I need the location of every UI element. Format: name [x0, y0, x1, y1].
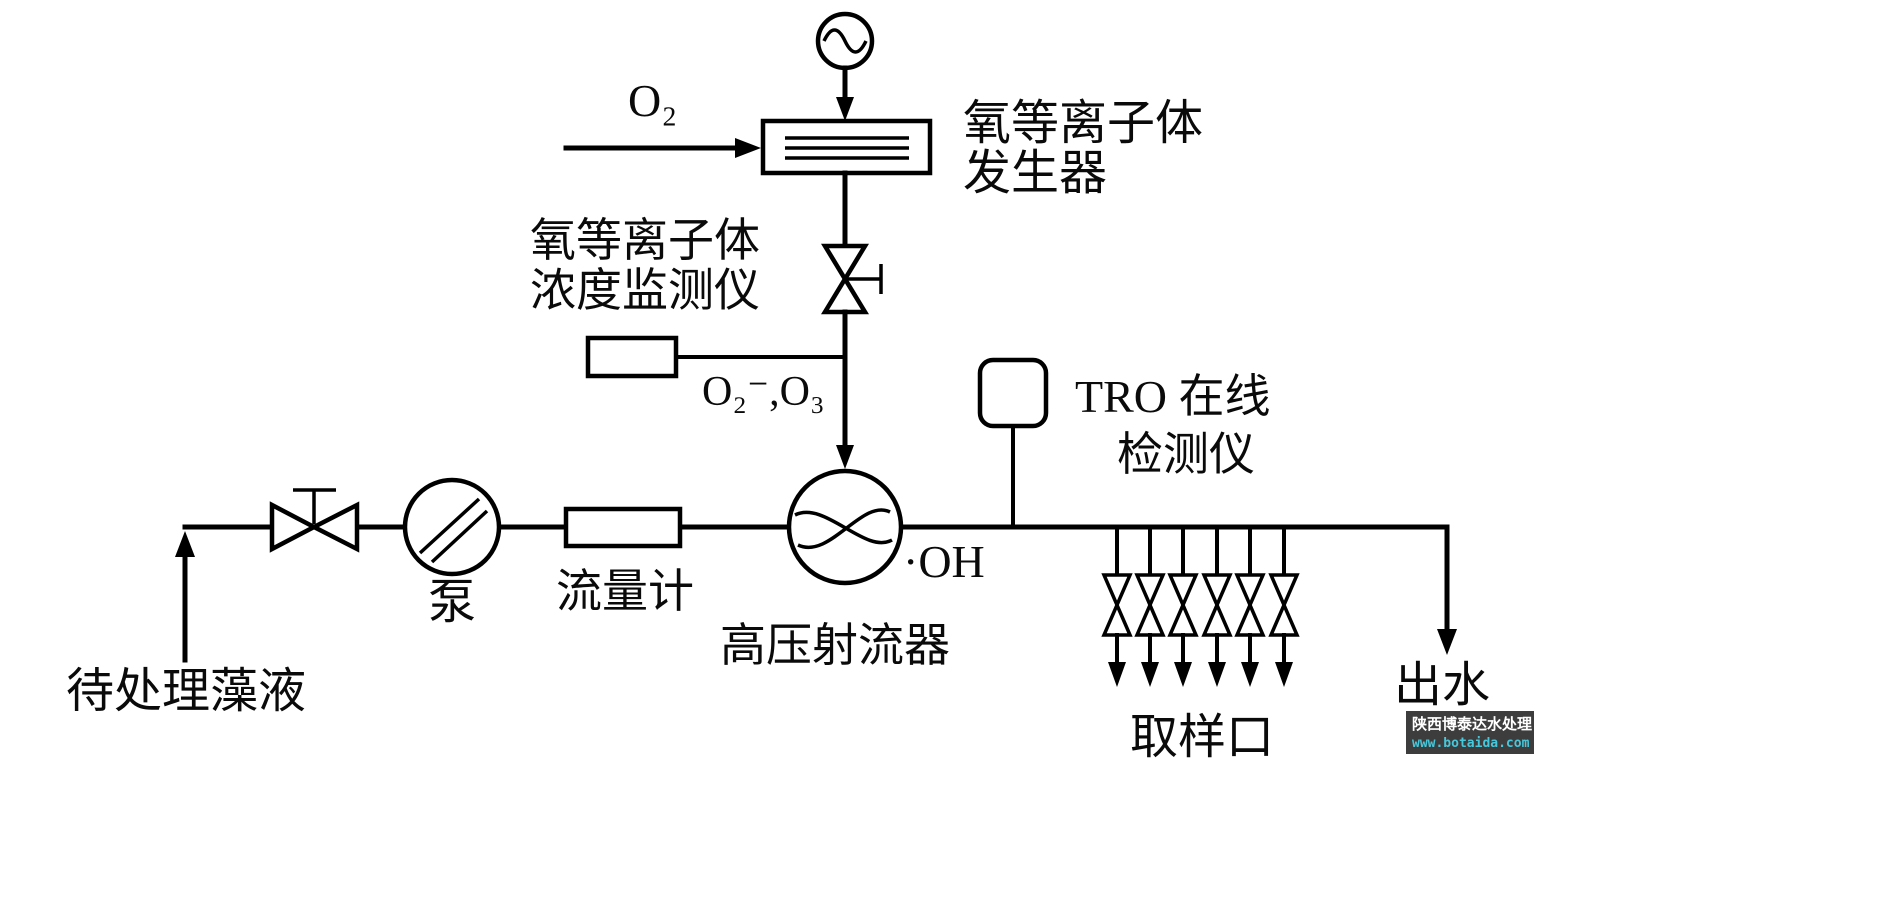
arrow-down-icon — [836, 445, 854, 469]
watermark-company: 陕西博泰达水处理 — [1412, 715, 1532, 733]
tro-label-line1: TRO 在线 — [1075, 371, 1271, 422]
jet-device: ·OH 高压射流器 — [720, 468, 985, 671]
pump: 泵 — [402, 477, 502, 629]
tro-detector: TRO 在线 检测仪 — [977, 357, 1271, 529]
oh-radical-label: ·OH — [903, 536, 985, 587]
monitor-box — [585, 335, 679, 379]
monitor-label-line2: 浓度监测仪 — [530, 265, 760, 316]
feed-valve — [269, 488, 360, 553]
feed-label: 待处理藻液 — [66, 665, 306, 718]
arrow-up-icon — [175, 531, 195, 557]
ac-power-source — [815, 11, 875, 121]
sampling-branch — [1234, 525, 1266, 687]
gas-valve-top — [821, 243, 869, 284]
flow-meter-box — [563, 506, 683, 549]
sampling-branch — [1167, 525, 1199, 687]
plasma-generator — [760, 118, 933, 176]
tro-box — [977, 357, 1049, 429]
pump-vane — [430, 509, 489, 564]
tro-label-line2: 检测仪 — [1117, 429, 1255, 480]
arrow-down-icon — [1174, 662, 1192, 687]
pump-label: 泵 — [428, 576, 476, 629]
arrow-down-icon — [1275, 662, 1293, 687]
jet-device-label: 高压射流器 — [720, 620, 950, 671]
monitor-label-line1: 氧等离子体 — [530, 215, 760, 266]
gas-line — [821, 170, 883, 469]
arrow-down-icon — [1437, 629, 1457, 655]
concentration-monitor: 氧等离子体 浓度监测仪 — [530, 215, 845, 379]
o2-feed: O₂ — [563, 75, 761, 158]
sine-wave-icon — [822, 28, 868, 54]
arrow-down-icon — [1108, 662, 1126, 687]
sampling-branch — [1134, 525, 1166, 687]
pump-icon — [402, 477, 502, 577]
arrow-down-icon — [1241, 662, 1259, 687]
flow-meter: 流量计 — [556, 506, 694, 617]
outlet-label: 出水 — [1394, 659, 1490, 712]
sampling-branch — [1201, 525, 1233, 687]
watermark-url: www.botaida.com — [1412, 736, 1530, 751]
watermark: 陕西博泰达水处理 www.botaida.com — [1406, 711, 1534, 754]
arrow-right-icon — [735, 138, 761, 158]
sampling-branch — [1101, 525, 1133, 687]
jet-flow-curve — [797, 508, 891, 549]
sampling-branch — [1268, 525, 1300, 687]
arrow-down-icon — [836, 97, 854, 121]
valve-left-wedge — [269, 501, 319, 553]
generator-label-line2: 发生器 — [963, 147, 1107, 200]
sampling-ports: 取样口 — [1101, 525, 1300, 764]
outlet: 出水 — [1394, 524, 1490, 712]
pump-vane — [418, 497, 481, 555]
arrow-down-icon — [1208, 662, 1226, 687]
o2-feed-label: O₂ — [628, 75, 677, 126]
feed-inlet: 待处理藻液 — [66, 531, 306, 718]
sampling-label: 取样口 — [1130, 711, 1274, 764]
valve-right-wedge — [309, 501, 360, 553]
flow-meter-label: 流量计 — [556, 566, 694, 617]
generator-label-line1: 氧等离子体 — [963, 97, 1203, 150]
arrow-down-icon — [1141, 662, 1159, 687]
gas-species-label: O₂⁻,O₃ — [702, 369, 825, 415]
gas-valve-bottom — [821, 274, 869, 315]
watermark-bg — [1406, 711, 1534, 754]
